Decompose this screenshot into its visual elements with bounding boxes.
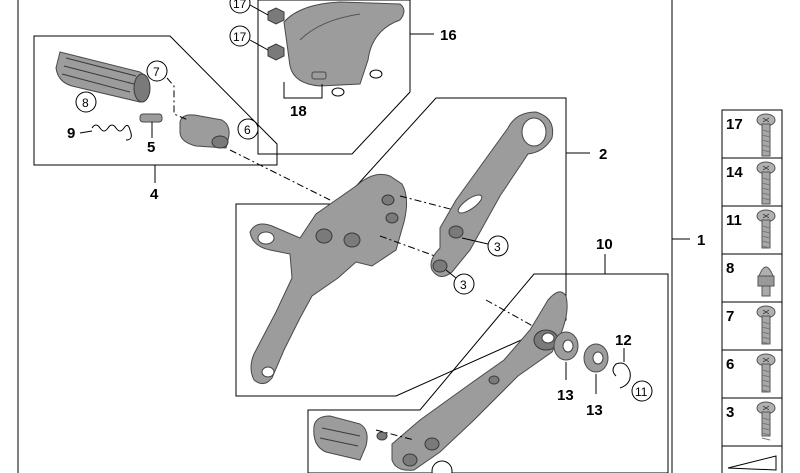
circlip	[612, 362, 631, 389]
fastener-cell: 14	[721, 157, 783, 207]
callout-12: 12	[615, 332, 632, 349]
fastener-cell: 3	[721, 397, 783, 447]
callout-2: 2	[599, 146, 607, 163]
screw-7-icon	[756, 305, 776, 345]
callout-8: 8	[82, 96, 89, 110]
nut-lower	[267, 43, 285, 61]
rider-footrest-bracket	[249, 173, 408, 384]
fastener-cell: 8	[721, 253, 783, 303]
screw-6-icon	[756, 353, 776, 393]
bushing-13b	[583, 343, 609, 373]
callout-11: 11	[635, 385, 648, 399]
callout-3a: 3	[494, 240, 501, 254]
screw-14-icon	[756, 161, 776, 205]
fastener-panel: 17 14 11 8 7 6 3	[721, 109, 783, 473]
pin	[139, 113, 163, 123]
callout-13b: 13	[586, 402, 603, 419]
fastener-label: 3	[726, 404, 734, 421]
callout-10: 10	[596, 236, 613, 253]
callout-circle-7	[146, 60, 168, 82]
callout-9: 9	[67, 125, 75, 142]
fastener-label: 14	[726, 164, 743, 181]
footrest-rubber	[55, 51, 151, 103]
callout-18: 18	[290, 103, 307, 120]
fastener-label: 17	[726, 116, 743, 133]
fastener-label: 7	[726, 308, 734, 325]
fastener-cell: 17	[721, 109, 783, 159]
callout-7: 7	[153, 65, 160, 79]
arrow-icon	[727, 455, 777, 471]
callout-16: 16	[440, 27, 457, 44]
bushing	[179, 114, 230, 149]
callout-circle-cutoff	[431, 460, 453, 473]
fastener-cell: 6	[721, 349, 783, 399]
shift-lever	[391, 291, 568, 471]
fastener-cell: 11	[721, 205, 783, 255]
fastener-label: 6	[726, 356, 734, 373]
fastener-cell: 7	[721, 301, 783, 351]
nut-upper	[267, 7, 285, 25]
clips	[311, 69, 383, 97]
link-arm	[430, 111, 554, 277]
heel-guard-group-16: 16 17 17 18	[229, 0, 457, 155]
screw-17-icon	[756, 113, 776, 157]
callout-1: 1	[697, 232, 705, 249]
callout-4: 4	[150, 186, 159, 203]
callout-13a: 13	[557, 387, 574, 404]
callout-5: 5	[147, 139, 155, 156]
fastener-label: 11	[726, 212, 742, 229]
callout-17a: 17	[233, 0, 247, 11]
callout-3b: 3	[460, 278, 467, 292]
callout-circle-17b	[229, 25, 251, 47]
shift-lever-group-10: 10 13 13	[307, 236, 669, 473]
callout-circle-3b	[453, 273, 475, 295]
spring	[91, 124, 132, 141]
fastener-label: 8	[726, 260, 734, 277]
bracket-group-2: 2 3 3	[235, 97, 607, 397]
callout-6: 6	[244, 123, 251, 137]
screw-3-icon	[756, 401, 776, 441]
callout-circle-3a	[487, 235, 509, 257]
assembly-frame-1: 1	[17, 0, 705, 473]
footrest-group-4: 4 8 9 5 6 7	[33, 35, 278, 203]
callout-circle-17a	[229, 0, 251, 14]
cap-nut-8-icon	[757, 266, 775, 297]
bushing-13a	[553, 331, 579, 361]
screw-11-icon	[756, 209, 776, 249]
shift-peg	[313, 415, 388, 461]
heel-guard	[283, 1, 405, 87]
callout-circle-11	[631, 380, 653, 402]
callout-circle-8	[75, 91, 97, 113]
callout-17b: 17	[233, 30, 247, 44]
